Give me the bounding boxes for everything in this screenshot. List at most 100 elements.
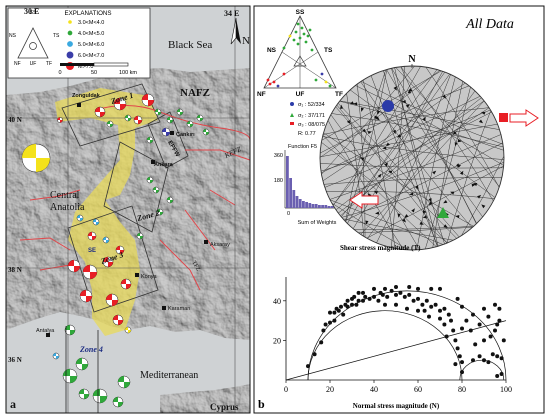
extension-arrow-right-icon xyxy=(509,109,539,127)
mohr-point xyxy=(427,314,431,319)
mohr-y-tick-label: 40 xyxy=(273,297,281,306)
hist-bar xyxy=(292,190,296,208)
legend-swatch xyxy=(67,30,73,36)
mohr-x-tick-label: 0 xyxy=(284,385,288,394)
mohr-point xyxy=(367,296,372,301)
fault-lines xyxy=(19,104,250,291)
legend-title: EXPLANATIONS xyxy=(65,10,112,17)
mohr-point xyxy=(438,286,442,291)
hist-y-360: 360 xyxy=(274,153,283,159)
panel-a-label: a xyxy=(10,397,16,411)
mohr-point xyxy=(460,304,464,309)
mohr-point xyxy=(323,322,328,327)
grid-label-30e-top: 30 E xyxy=(24,7,39,16)
mohr-point xyxy=(383,302,387,307)
tern-tf: TF xyxy=(335,91,343,98)
legend-tri-nf: NF xyxy=(14,61,21,67)
karaman-label: Karaman xyxy=(168,306,190,312)
mohr-point xyxy=(416,296,420,301)
mohr-circle xyxy=(307,310,463,381)
mohr-point xyxy=(455,346,460,351)
sigma-3-label: σ₃ : 08/075 xyxy=(298,122,325,128)
legend-swatch xyxy=(67,41,73,47)
mohr-point xyxy=(499,372,504,377)
zone-4-label: Zone 4 xyxy=(79,345,103,354)
mohr-point xyxy=(411,298,416,303)
mohr-point xyxy=(372,286,376,291)
mohr-point xyxy=(453,362,458,367)
mohr-point xyxy=(457,354,462,359)
scale-mid: 50 xyxy=(91,70,97,76)
mohr-point xyxy=(405,306,409,311)
mohr-point xyxy=(495,322,500,327)
mohr-point xyxy=(464,318,469,323)
mohr-point xyxy=(394,292,398,297)
mohr-point xyxy=(482,306,486,311)
mohr-point xyxy=(339,304,343,309)
mohr-point xyxy=(493,302,497,307)
mohr-x-tick-label: 100 xyxy=(500,385,512,394)
aksaray-label: Aksaray xyxy=(210,242,230,248)
mohr-point xyxy=(473,342,478,347)
mohr-point xyxy=(394,302,398,307)
mohr-point xyxy=(451,328,456,333)
mohr-point xyxy=(499,356,504,361)
hist-bar xyxy=(302,201,305,208)
mohr-point xyxy=(389,288,394,293)
se-label: SE xyxy=(88,248,96,254)
mohr-point xyxy=(354,302,359,307)
mohr-point xyxy=(356,298,361,303)
hist-y-0: 0 xyxy=(287,211,290,217)
mohr-point xyxy=(429,286,434,291)
mohr-xlabel: Normal stress magnitude (N) xyxy=(353,402,440,410)
mohr-point xyxy=(312,352,317,357)
mohr-point xyxy=(306,364,310,369)
mohr-point xyxy=(424,298,429,303)
mediterranean-label: Mediterranean xyxy=(140,370,198,381)
mohr-point xyxy=(385,294,390,299)
mohr-diagram: Shear stress magnitude (T) Normal stress… xyxy=(273,244,512,410)
grid-label-34e-top: 34 E xyxy=(224,9,239,18)
mohr-point xyxy=(446,312,451,317)
konya-label: Konya xyxy=(141,274,158,280)
hist-bar xyxy=(295,196,299,208)
mohr-point xyxy=(497,318,502,323)
mohr-point xyxy=(356,290,361,295)
tern-nf: NF xyxy=(257,91,266,98)
anatolia-label: Anatolia xyxy=(50,202,85,213)
extension-arrow-left-icon xyxy=(349,191,379,209)
mohr-point xyxy=(422,308,427,313)
mohr-point xyxy=(420,302,425,307)
focal-mechanisms xyxy=(21,93,210,413)
sigma-3-marker xyxy=(499,113,508,122)
legend: EXPLANATIONS SS NS TS NF UF TF 3.0<M<4.0… xyxy=(7,7,151,79)
grid-label-38n: 38 N xyxy=(8,266,22,274)
mohr-point xyxy=(361,298,365,303)
mohr-point xyxy=(332,310,337,315)
zonguldak-label: Zonguldak xyxy=(72,93,101,99)
mohr-point xyxy=(482,338,486,343)
mohr-point xyxy=(416,308,420,313)
stress-title: All Data xyxy=(465,17,514,32)
cyprus-label: Cyprus xyxy=(210,402,239,412)
ternary-diagram: SS NS TS NF UF TF xyxy=(257,9,343,98)
hist-title: Function F5 xyxy=(288,144,317,150)
mohr-point xyxy=(345,304,350,309)
mohr-point xyxy=(328,320,332,325)
mohr-point xyxy=(394,284,398,289)
zone-shading xyxy=(55,88,158,336)
mohr-point xyxy=(486,314,491,319)
mohr-point xyxy=(350,302,354,307)
scale-bar: 0 50 100 km xyxy=(58,62,137,76)
scale-end: 100 km xyxy=(119,70,137,76)
mohr-point xyxy=(332,318,337,323)
tern-ns: NS xyxy=(267,47,277,54)
mohr-point xyxy=(328,310,332,315)
hist-bar xyxy=(321,205,324,208)
mohr-point xyxy=(460,370,464,375)
mohr-point xyxy=(429,304,434,309)
stress-panel: All Data b SS NS TS NF UF TF σ₁ : 52/334… xyxy=(253,5,545,414)
hist-bar xyxy=(311,204,315,208)
mohr-point xyxy=(460,360,464,365)
mohr-point xyxy=(442,322,447,327)
